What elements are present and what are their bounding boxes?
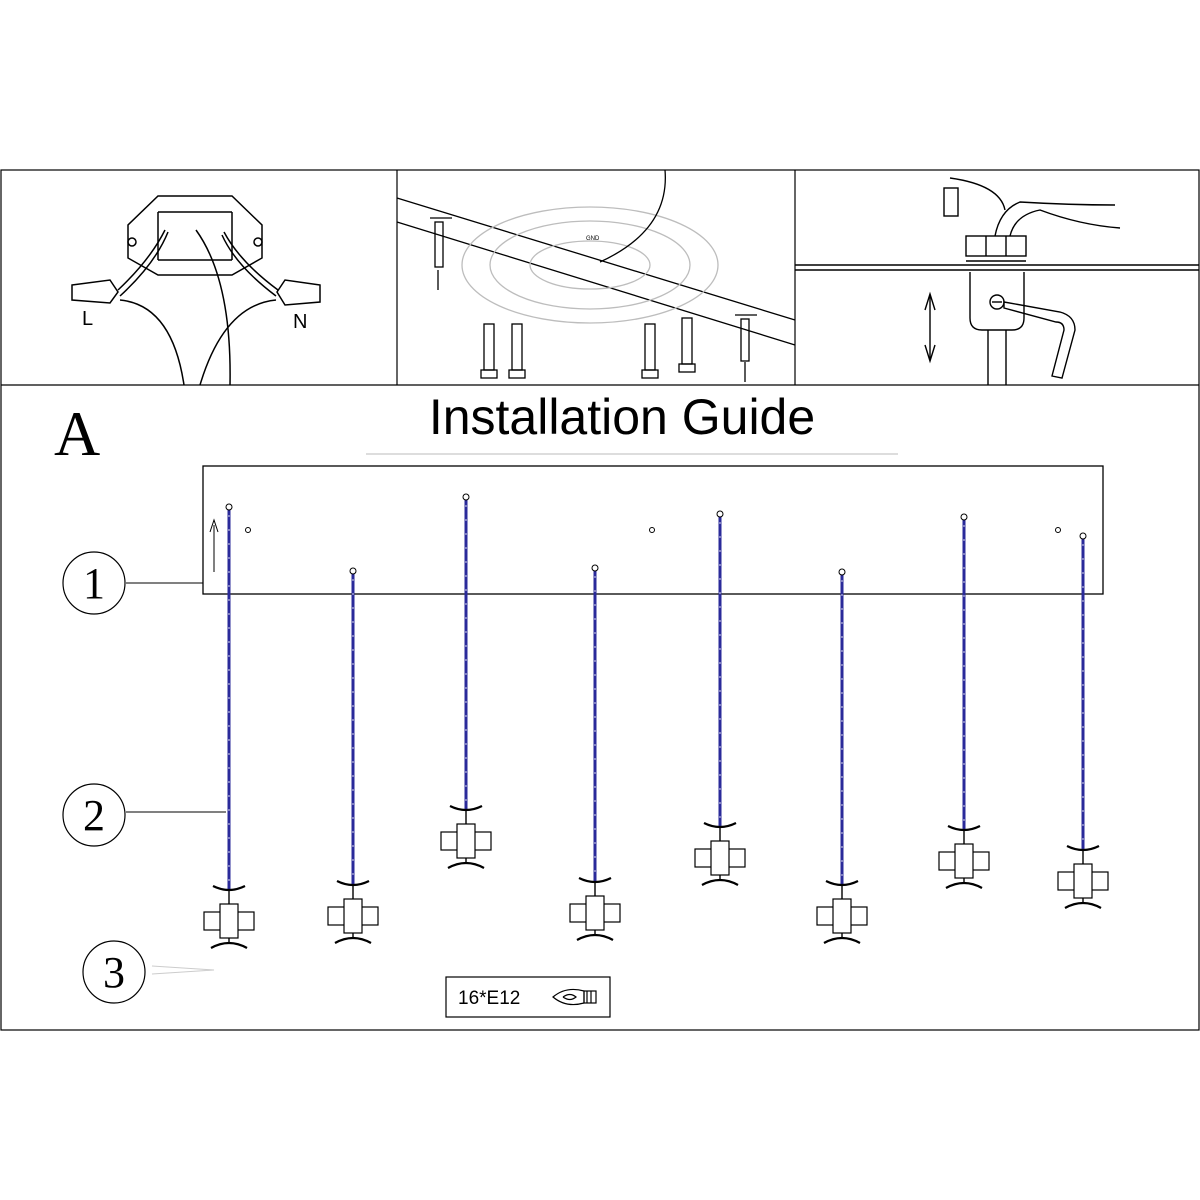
wire-label-neutral: N bbox=[293, 311, 307, 333]
wire-label-live: L bbox=[82, 308, 93, 330]
panel-mounting-plate bbox=[396, 169, 796, 382]
pendant-light bbox=[203, 503, 255, 949]
pendant-anchor bbox=[591, 564, 599, 572]
pendant-light bbox=[816, 568, 868, 944]
pendant-socket bbox=[219, 903, 239, 939]
pendant-anchor bbox=[716, 510, 724, 518]
callout-2-number: 2 bbox=[83, 791, 105, 840]
pendant-socket bbox=[585, 895, 605, 931]
screw-icon bbox=[480, 323, 498, 379]
pendant-socket bbox=[1073, 863, 1093, 899]
pendant-anchor bbox=[349, 567, 357, 575]
screw-icon bbox=[641, 323, 659, 379]
pendant-anchor bbox=[462, 493, 470, 501]
pendant-cup-bottom bbox=[447, 861, 485, 869]
pendant-anchor bbox=[838, 568, 846, 576]
arrow-up-icon bbox=[209, 518, 219, 572]
pendant-socket bbox=[710, 840, 730, 876]
screw-icon bbox=[678, 317, 696, 373]
pendant-light bbox=[938, 513, 990, 889]
pendant-lights bbox=[203, 493, 1109, 949]
junction-box-icon bbox=[127, 195, 263, 276]
page-title: Installation Guide bbox=[429, 389, 815, 445]
screw-icon bbox=[735, 314, 757, 382]
ground-label: GND bbox=[586, 236, 600, 242]
pendant-cup-bottom bbox=[210, 941, 248, 949]
pendant-light bbox=[327, 567, 379, 944]
mounting-plate-icon bbox=[461, 206, 719, 324]
bulb-icon bbox=[552, 988, 597, 1006]
pendant-light bbox=[569, 564, 621, 941]
pendant-socket bbox=[832, 898, 852, 934]
pendant-cup-bottom bbox=[823, 936, 861, 944]
pendant-light bbox=[694, 510, 746, 886]
canopy-holes bbox=[245, 527, 1061, 533]
callout-1: 1 bbox=[62, 551, 203, 615]
section-letter: A bbox=[54, 398, 100, 469]
screw-icon bbox=[430, 217, 452, 290]
hex-key-icon bbox=[1003, 301, 1076, 379]
pendant-light bbox=[1057, 532, 1109, 909]
pendant-anchor bbox=[225, 503, 233, 511]
bulb-spec-text: 16*E12 bbox=[458, 988, 520, 1009]
pendant-socket bbox=[343, 898, 363, 934]
callout-3-number: 3 bbox=[103, 948, 125, 997]
wire-nut-icon bbox=[276, 279, 321, 306]
pendant-cup-bottom bbox=[945, 881, 983, 889]
up-down-arrow-icon bbox=[924, 291, 936, 364]
callout-1-number: 1 bbox=[83, 559, 105, 608]
pendant-light bbox=[440, 493, 492, 869]
pendant-cup-bottom bbox=[334, 936, 372, 944]
wire-nut-icon bbox=[71, 279, 119, 304]
pendant-socket bbox=[954, 843, 974, 879]
pendant-cup-bottom bbox=[701, 878, 739, 886]
screw-icon bbox=[508, 323, 526, 379]
panel-wiring bbox=[71, 195, 321, 386]
ceiling-canopy bbox=[202, 465, 1104, 595]
pendant-socket bbox=[456, 823, 476, 859]
pendant-anchor bbox=[960, 513, 968, 521]
pendant-anchor bbox=[1079, 532, 1087, 540]
pendant-cup-bottom bbox=[1064, 901, 1102, 909]
panel-canopy-adjust bbox=[795, 177, 1199, 385]
callout-2: 2 bbox=[62, 783, 226, 847]
callout-3: 3 bbox=[82, 940, 215, 1004]
bulb-spec-box: 16*E12 bbox=[445, 976, 611, 1018]
pendant-cup-bottom bbox=[576, 933, 614, 941]
